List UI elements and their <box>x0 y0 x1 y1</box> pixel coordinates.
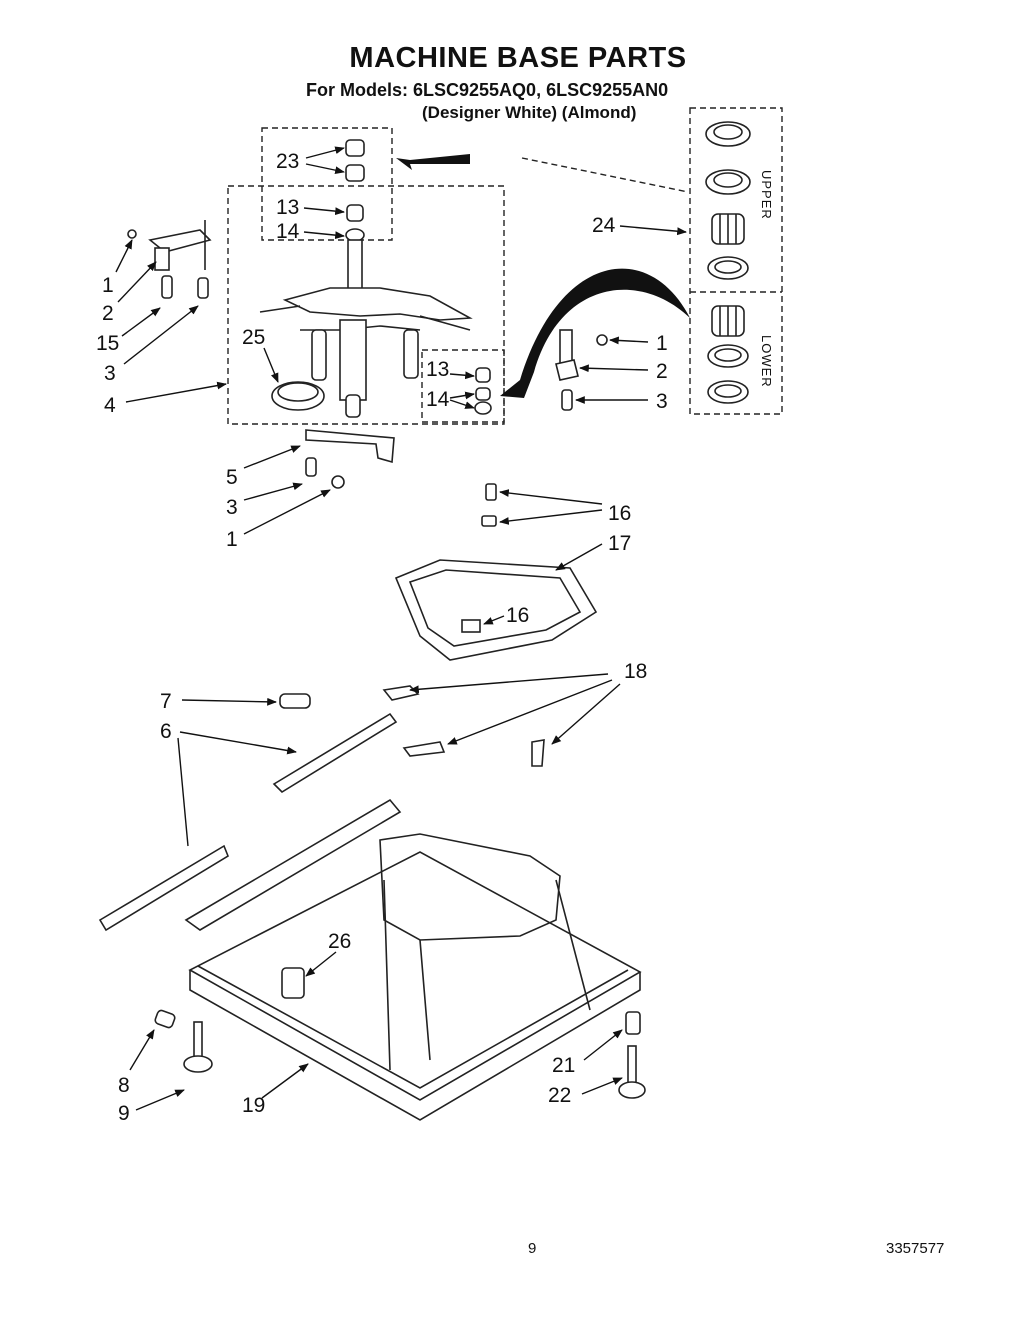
callout-3-left: 3 <box>104 362 116 385</box>
lower-bushings <box>474 367 492 415</box>
callout-19: 19 <box>242 1094 265 1117</box>
upper-bearing-rings <box>705 121 751 280</box>
transmission-group-box <box>227 185 505 425</box>
callout-6: 6 <box>160 720 172 743</box>
upper-label: UPPER <box>759 170 774 220</box>
left-bracket-parts <box>127 220 212 299</box>
transmission-assembly <box>259 239 473 418</box>
callout-8: 8 <box>118 1074 130 1097</box>
seal-ring-25 <box>271 381 325 411</box>
callout-7: 7 <box>160 690 172 713</box>
colors-line: (Designer White) (Almond) <box>422 103 637 122</box>
callout-9: 9 <box>118 1102 130 1125</box>
callout-2-right: 2 <box>656 360 668 383</box>
callout-4: 4 <box>104 394 116 417</box>
document-number: 3357577 <box>886 1240 945 1257</box>
cabinet-base <box>184 798 642 1121</box>
lower-bushing-group-box <box>421 349 505 423</box>
lower-label: LOWER <box>759 335 774 388</box>
leveling-legs <box>154 1009 646 1099</box>
callout-13-upper: 13 <box>276 196 299 219</box>
callout-13-lower: 13 <box>426 358 449 381</box>
callout-16-center: 16 <box>506 604 529 627</box>
upper-bushings <box>345 139 365 242</box>
callout-15: 15 <box>96 332 119 355</box>
curved-arrow-lower <box>500 268 690 398</box>
callout-1-right: 1 <box>656 332 668 355</box>
tub-support-frame <box>394 483 598 661</box>
callout-16-top: 16 <box>608 502 631 525</box>
upper-pointer-arrow <box>396 154 470 170</box>
callout-23: 23 <box>276 150 299 173</box>
clips-18 <box>382 685 545 767</box>
page-title: MACHINE BASE PARTS <box>349 42 687 74</box>
callout-14-lower: 14 <box>426 388 450 411</box>
callout-2-left: 2 <box>102 302 114 325</box>
bearing-kit-leader <box>521 157 689 193</box>
leader-lines <box>115 146 687 1111</box>
rails-and-spring <box>98 693 398 932</box>
callout-21: 21 <box>552 1054 575 1077</box>
strap-assembly <box>305 429 395 489</box>
callout-1-bottom: 1 <box>226 528 238 551</box>
upper-bushing-group-box <box>261 127 393 241</box>
callout-17: 17 <box>608 532 631 555</box>
callout-24: 24 <box>592 214 616 237</box>
page-number: 9 <box>528 1240 537 1257</box>
callout-5: 5 <box>226 466 238 489</box>
right-bracket-parts <box>555 329 608 411</box>
callout-22: 22 <box>548 1084 571 1107</box>
callout-18: 18 <box>624 660 647 683</box>
callout-14-upper: 14 <box>276 220 300 243</box>
models-line: For Models: 6LSC9255AQ0, 6LSC9255AN0 <box>306 80 669 100</box>
callout-26: 26 <box>328 930 351 953</box>
callout-3-right: 3 <box>656 390 668 413</box>
callout-1-left: 1 <box>102 274 114 297</box>
callout-3-bottom: 3 <box>226 496 238 519</box>
bearing-kit-box <box>689 107 783 415</box>
callout-25: 25 <box>242 326 265 349</box>
lower-bearing-rings <box>707 305 749 404</box>
